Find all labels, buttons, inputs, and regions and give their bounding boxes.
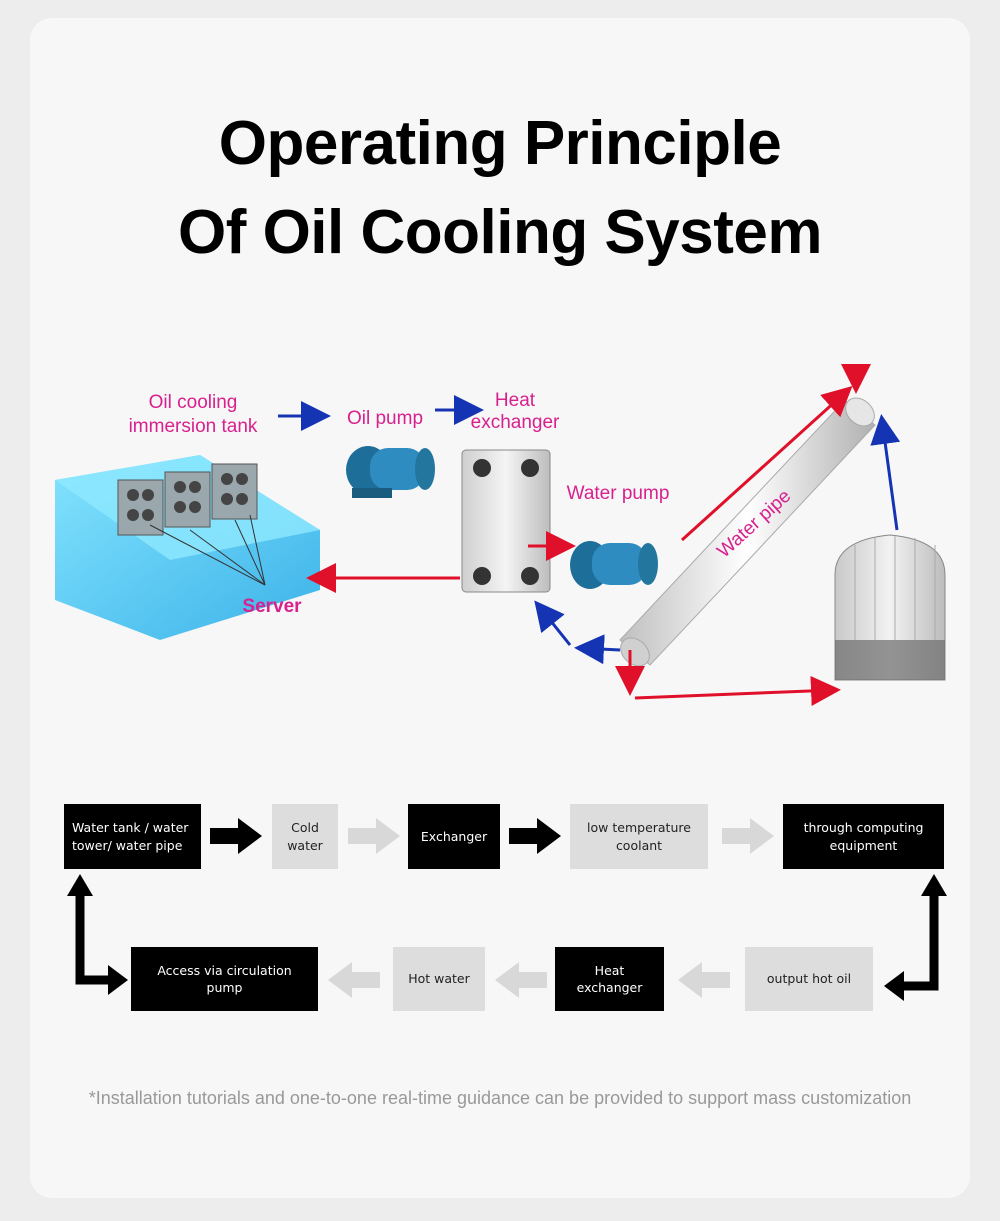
- arrow-top-3: [509, 818, 561, 854]
- arrow-bottom-2: [495, 962, 547, 998]
- flow-box-heat-exchanger: Heat exchanger: [555, 947, 664, 1011]
- immersion-tank-image: [55, 455, 320, 640]
- arrow-tower-to-pipe: [870, 414, 901, 531]
- server-blade-2: [164, 471, 211, 528]
- footnote: *Installation tutorials and one-to-one r…: [88, 1088, 912, 1108]
- water-pump-image: [570, 541, 658, 589]
- arrow-left-connector: [75, 894, 112, 985]
- label-tank-line-2: immersion tank: [129, 416, 258, 437]
- arrow-pump-to-pipe-top: [680, 385, 853, 542]
- label-water-pump: Water pump: [567, 483, 670, 504]
- cooling-tower-image: [834, 534, 946, 681]
- arrow-top-2: [348, 818, 400, 854]
- page-title-line-2: Of Oil Cooling System: [177, 198, 823, 267]
- flow-box-cold-water: Cold water: [272, 804, 338, 869]
- arrow-pipe-return: [574, 634, 621, 665]
- flow-box-water-tank: Water tank / water tower/ water pipe: [64, 804, 201, 869]
- flow-arrows: [278, 364, 901, 706]
- system-diagram: Oil cooling immersion tank Oil pump Heat…: [55, 364, 946, 706]
- flow-box-hot-water: Hot water: [393, 947, 485, 1011]
- process-flowchart: Water tank / water tower/ water pipe Col…: [0, 780, 1000, 1040]
- oil-pump-image: [346, 446, 435, 498]
- label-oil-pump: Oil pump: [347, 408, 423, 429]
- flow-box-output-hot-oil: output hot oil: [745, 947, 873, 1011]
- arrow-bottom-3: [678, 962, 730, 998]
- arrow-top-4: [722, 818, 774, 854]
- label-heat-line-2: exchanger: [471, 412, 560, 433]
- server-blade-3: [211, 463, 258, 520]
- heat-exchanger-image: [461, 449, 551, 593]
- arrow-bottom-1: [328, 962, 380, 998]
- arrow-right-connector: [900, 894, 939, 991]
- arrow-top-1: [210, 818, 262, 854]
- page-title-line-1: Operating Principle: [218, 109, 782, 178]
- flow-box-circulation-pump: Access via circulation pump: [131, 947, 318, 1011]
- flowchart-arrows: [67, 818, 947, 1001]
- arrow-to-tower: [634, 675, 841, 706]
- flow-box-exchanger: Exchanger: [408, 804, 500, 869]
- server-blade-1: [117, 479, 164, 536]
- flow-box-computing-equipment: through computing equipment: [783, 804, 944, 869]
- label-tank-line-1: Oil cooling: [149, 392, 238, 413]
- arrow-to-exchanger-bottom: [534, 600, 572, 646]
- label-server: Server: [242, 596, 302, 617]
- label-heat-line-1: Heat: [495, 390, 536, 411]
- flow-box-low-temp-coolant: low temperature coolant: [570, 804, 708, 869]
- server-pointer-lines: [149, 514, 266, 586]
